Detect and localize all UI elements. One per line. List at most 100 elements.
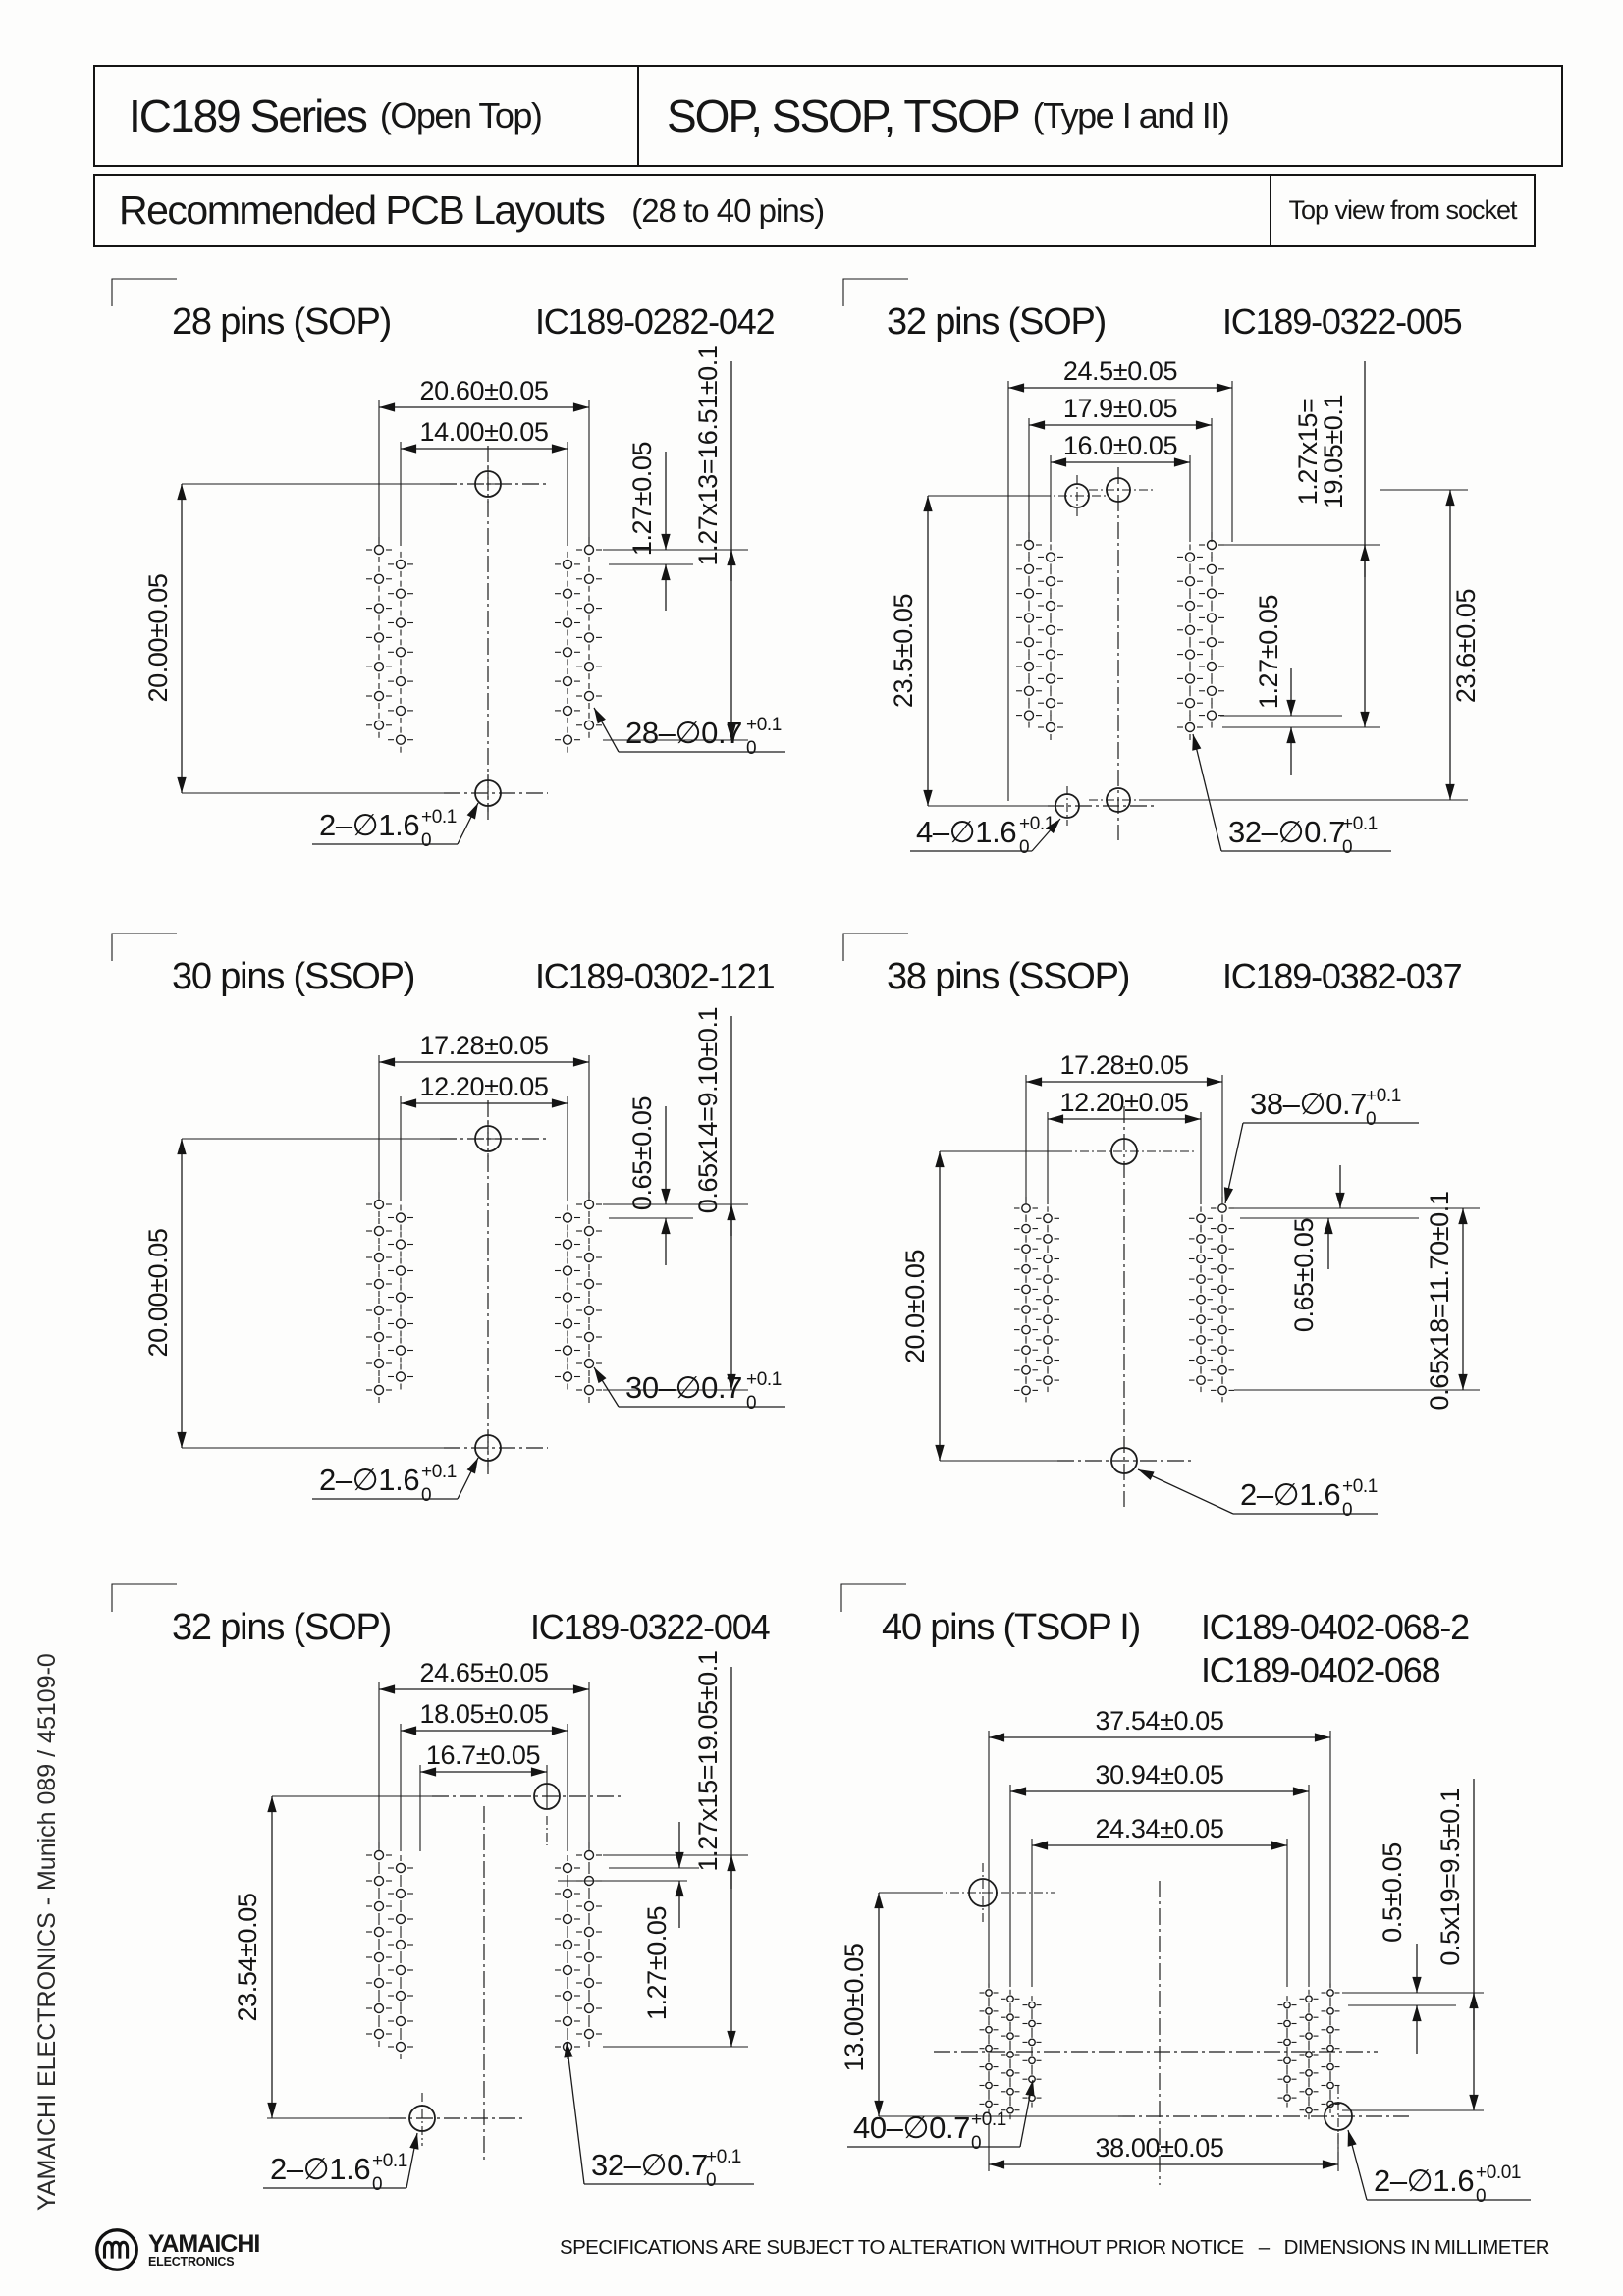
callout-mount-holes: 2–∅1.6 +0.1 0 [263, 2132, 419, 2195]
callout-pin-holes: 30–∅0.7 +0.1 0 [593, 1366, 785, 1414]
dim-label: 30.94±0.05 [1096, 1760, 1224, 1789]
callout-label: 2–∅1.6 [319, 1463, 419, 1497]
dim-label: 0.65x18=11.70±0.1 [1425, 1192, 1454, 1411]
yamaichi-logo-icon [95, 2228, 138, 2271]
panel-title: 32 pins (SOP) [887, 301, 1106, 343]
package-types: SOP, SSOP, TSOP [667, 90, 1021, 141]
dim-label: 0.5±0.05 [1378, 1842, 1407, 1943]
callout-label: 32–∅0.7 [591, 2148, 708, 2182]
pin-field [366, 537, 602, 753]
tolerance-sub: 0 [372, 2174, 382, 2195]
callout-label: 30–∅0.7 [625, 1370, 742, 1405]
dim-label: 20.00±0.05 [143, 574, 173, 703]
dim-label: 24.5±0.05 [1063, 356, 1177, 386]
corner-mark [840, 1583, 906, 1612]
dim-label: 14.00±0.05 [420, 417, 549, 447]
tolerance-sup: +0.1 [421, 1462, 457, 1482]
tolerance-sub: 0 [421, 1485, 431, 1506]
dim-label: 37.54±0.05 [1096, 1706, 1224, 1735]
callout-label: 4–∅1.6 [916, 815, 1016, 849]
page-title-range: (28 to 40 pins) [631, 191, 825, 229]
callout-label: 2–∅1.6 [1374, 2163, 1474, 2198]
header-series-box: IC189 Series (Open Top) [93, 65, 666, 167]
tolerance-sub: 0 [421, 830, 431, 851]
tolerance-sup: +0.1 [1342, 1476, 1378, 1497]
drawing-28-sop: 28 pins (SOP) IC189-0282-042 20.60±0.05 … [111, 278, 785, 851]
drawing-38-ssop: 38 pins (SSOP) IC189-0382-037 17.28±0.05… [842, 933, 1480, 1521]
package-suffix: (Type I and II) [1032, 95, 1230, 135]
callout-pin-holes: 38–∅0.7 +0.1 0 [1223, 1086, 1419, 1204]
pin-field [1016, 532, 1224, 740]
tolerance-sub: 0 [971, 2133, 981, 2154]
page-title: Recommended PCB Layouts [119, 187, 606, 233]
disclaimer-text: SPECIFICATIONS ARE SUBJECT TO ALTERATION… [560, 2236, 1244, 2259]
part-number: IC189-0402-068-2 [1201, 1607, 1469, 1647]
callout-mount-holes: 2–∅1.6 +0.1 0 [1137, 1468, 1378, 1521]
dim-label: 17.28±0.05 [1060, 1050, 1189, 1080]
dim-label: 24.34±0.05 [1096, 1814, 1224, 1843]
callout-pin-holes: 28–∅0.7 +0.1 0 [593, 707, 785, 759]
tolerance-sup: +0.1 [372, 2151, 407, 2171]
dim-label: 19.05±0.1 [1319, 395, 1348, 508]
callout-label: 28–∅0.7 [625, 716, 742, 750]
part-number: IC189-0322-005 [1222, 301, 1462, 342]
tolerance-sup: +0.1 [706, 2147, 741, 2167]
drawing-32-sop-004: 32 pins (SOP) IC189-0322-004 24.65±0.05 … [111, 1583, 771, 2195]
tolerance-sup: +0.1 [1342, 814, 1378, 834]
callout-pin-holes: 32–∅0.7 +0.1 0 [564, 2041, 754, 2191]
tolerance-sup: +0.1 [421, 807, 457, 828]
drawing-32-sop-005: 32 pins (SOP) IC189-0322-005 24.5±0.05 1… [842, 278, 1481, 858]
dim-label: 0.65x14=9.10±0.1 [693, 1007, 723, 1213]
part-number: IC189-0382-037 [1222, 956, 1462, 996]
corner-mark [842, 278, 908, 306]
dim-label: 20.00±0.05 [143, 1229, 173, 1358]
tolerance-sub: 0 [1019, 837, 1029, 858]
dim-label: 18.05±0.05 [420, 1699, 549, 1729]
part-number: IC189-0302-121 [535, 956, 775, 996]
dim-label: 23.54±0.05 [233, 1894, 262, 2022]
view-note: Top view from socket [1288, 195, 1517, 225]
mount-hole [1110, 1447, 1138, 1474]
tolerance-sup: +0.1 [971, 2109, 1006, 2130]
tolerance-sup: +0.1 [1366, 1086, 1401, 1106]
callout-label: 38–∅0.7 [1250, 1087, 1367, 1121]
callout-label: 2–∅1.6 [1240, 1477, 1340, 1512]
units-note: DIMENSIONS IN MILLIMETER [1283, 2236, 1550, 2259]
callout-pin-holes: 32–∅0.7 +0.1 0 [1192, 733, 1391, 858]
callout-pin-holes: 40–∅0.7 +0.1 0 [847, 2079, 1035, 2154]
corner-mark [111, 278, 177, 306]
tolerance-sub: 0 [706, 2170, 716, 2191]
drawing-30-ssop: 30 pins (SSOP) IC189-0302-121 17.28±0.05… [111, 933, 785, 1506]
dim-label: 0.65±0.05 [627, 1096, 657, 1210]
dim-label: 12.20±0.05 [420, 1072, 549, 1101]
tolerance-sup: +0.1 [746, 715, 782, 735]
tolerance-sub: 0 [1342, 837, 1352, 858]
corner-mark [111, 933, 177, 961]
series-suffix: (Open Top) [379, 95, 543, 135]
dim-label: 17.9±0.05 [1063, 394, 1177, 423]
side-note: YAMAICHI ELECTRONICS - Munich 089 / 4510… [33, 1653, 61, 2211]
tolerance-sup: +0.1 [1019, 814, 1055, 834]
dim-label: 1.27±0.05 [627, 442, 657, 556]
callout-label: 2–∅1.6 [270, 2152, 370, 2186]
logo-line2: ELECTRONICS [148, 2254, 235, 2269]
pin-field [1014, 1197, 1234, 1403]
pin-field [366, 1192, 602, 1403]
tolerance-sub: 0 [746, 738, 756, 759]
dim-label: 23.5±0.05 [889, 594, 918, 708]
callout-mount-holes: 4–∅1.6 +0.1 0 [910, 814, 1061, 858]
panel-title: 40 pins (TSOP I) [882, 1607, 1140, 1648]
dim-label: 38.00±0.05 [1096, 2133, 1224, 2163]
disclaimer-separator: – [1258, 2236, 1270, 2259]
dim-label: 13.00±0.05 [839, 1944, 869, 2072]
dim-label: 1.27±0.05 [642, 1906, 672, 2020]
tolerance-sup: +0.1 [746, 1369, 782, 1390]
tolerance-sub: 0 [1366, 1109, 1376, 1130]
header-package-box: SOP, SSOP, TSOP (Type I and II) [637, 65, 1563, 167]
callout-label: 40–∅0.7 [853, 2110, 970, 2145]
series-title: IC189 Series [129, 90, 368, 141]
panel-title: 32 pins (SOP) [172, 1607, 391, 1648]
pin-field [366, 1842, 602, 2059]
corner-mark [842, 933, 908, 961]
